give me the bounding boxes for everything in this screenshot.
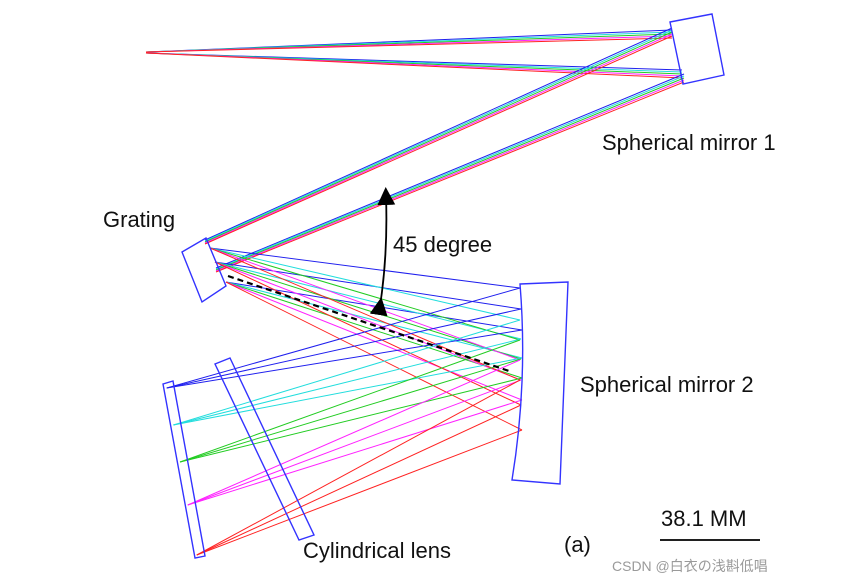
spherical-mirror-1 [669, 13, 725, 85]
diffracted-ray [209, 247, 521, 321]
label-spherical-mirror-1: Spherical mirror 1 [602, 130, 776, 155]
focused-ray [196, 404, 522, 556]
collimated-ray [204, 27, 673, 241]
label-spherical-mirror-2: Spherical mirror 2 [580, 372, 754, 397]
collimated-ray [215, 77, 685, 271]
grating [181, 236, 227, 304]
focused-ray [196, 379, 521, 556]
diffracted-ray [225, 281, 523, 379]
focused-ray [166, 308, 522, 389]
focused-ray [173, 319, 521, 426]
focused-ray [196, 429, 523, 556]
detector-plane [162, 380, 206, 559]
input-ray [145, 37, 673, 53]
focused-ray [179, 339, 521, 463]
collimated-ray [204, 29, 673, 242]
focused-ray [187, 399, 523, 506]
focused-ray [166, 329, 523, 389]
focused-rays [166, 287, 523, 556]
collimated-ray [215, 79, 685, 272]
focused-ray [187, 379, 522, 506]
label-45-degree: 45 degree [393, 232, 493, 257]
diffracted-ray [209, 247, 521, 361]
label-panel-a: (a) [564, 532, 591, 557]
diffracted-ray [214, 261, 522, 406]
focused-ray [173, 357, 523, 426]
diffracted-ray [214, 261, 522, 310]
collimated-ray [215, 75, 685, 270]
cylindrical-lens [214, 357, 315, 541]
focused-ray [187, 359, 521, 506]
watermark: CSDN @白衣の浅斟低唱 [612, 558, 768, 574]
diffracted-rays [209, 247, 523, 431]
diffracted-ray [214, 261, 522, 360]
focused-ray [173, 338, 522, 426]
label-scale: 38.1 MM [661, 506, 747, 531]
collimated-ray [204, 31, 673, 243]
spherical-mirror-2 [511, 281, 569, 485]
collimated-rays [204, 27, 685, 273]
collimated-ray [204, 35, 673, 245]
diffracted-ray [214, 261, 522, 381]
focused-ray [179, 358, 522, 463]
collimated-ray [204, 33, 673, 244]
input-ray [145, 52, 683, 79]
label-grating: Grating [103, 207, 176, 232]
input-rays [145, 29, 683, 79]
diffracted-ray [225, 281, 523, 431]
diffracted-ray [209, 247, 521, 289]
diffracted-ray [225, 281, 523, 359]
diffracted-ray [209, 247, 521, 341]
focused-ray [179, 377, 523, 463]
diffracted-ray [214, 261, 522, 340]
angle-arrow [369, 187, 396, 317]
label-cylindrical-lens: Cylindrical lens [303, 538, 451, 563]
dashed-axis-line [227, 274, 513, 374]
collimated-ray [215, 81, 685, 273]
focused-ray [166, 287, 521, 389]
collimated-ray [215, 73, 685, 269]
